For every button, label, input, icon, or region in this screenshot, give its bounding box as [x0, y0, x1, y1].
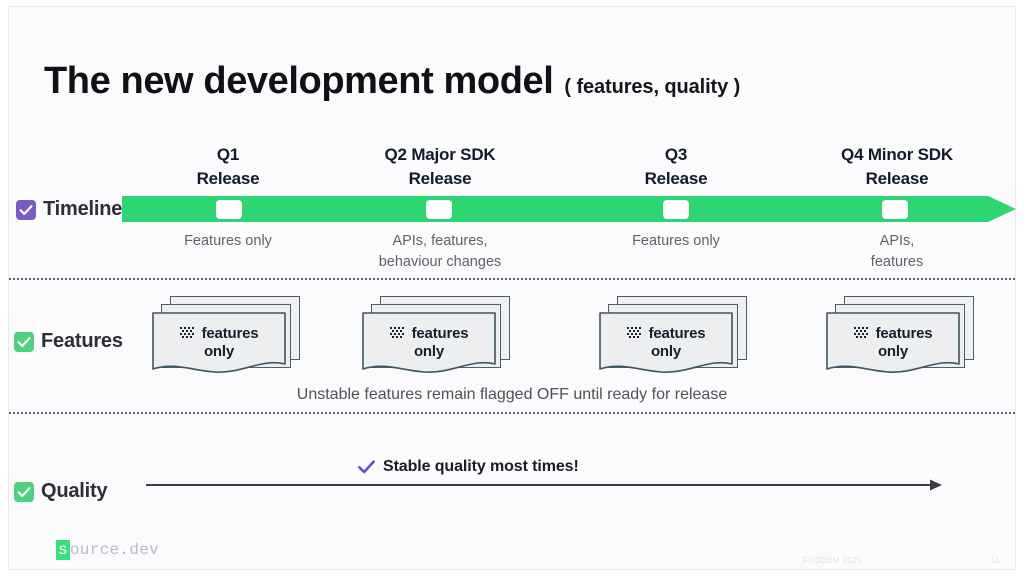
- card-line1-text: features: [648, 324, 706, 342]
- card-line1-text: features: [875, 324, 933, 342]
- quarter-heading-q3: Q3 Release: [594, 143, 758, 191]
- card-text: features only: [599, 312, 733, 372]
- footer-page-number: 11: [991, 556, 1000, 565]
- footer-event-label: FOSDEM 2025: [803, 556, 862, 565]
- quarter-heading-line1: Q4 Minor SDK: [841, 145, 953, 164]
- quarter-heading-q2: Q2 Major SDK Release: [355, 143, 525, 191]
- card-line2-text: only: [650, 342, 682, 360]
- quarter-heading-line2: Release: [865, 169, 929, 188]
- logo-highlight-letter: s: [56, 540, 70, 560]
- feature-card-stack-q1: features only: [152, 296, 300, 376]
- card-front-layer[interactable]: features only: [362, 312, 496, 378]
- checkbox-checked-icon-quality[interactable]: [14, 481, 34, 502]
- card-front-layer[interactable]: features only: [599, 312, 733, 378]
- dither-grid-icon: [179, 326, 194, 338]
- card-text: features only: [826, 312, 960, 372]
- timeline-marker-q4[interactable]: [882, 200, 908, 219]
- row-label-text-timeline: Timeline: [43, 198, 123, 220]
- card-front-layer[interactable]: features only: [152, 312, 286, 378]
- quality-arrow: [146, 479, 942, 491]
- quarter-heading-line2: Release: [408, 169, 472, 188]
- quarter-caption-line2: features: [870, 254, 924, 270]
- purple-check-icon: [358, 460, 375, 474]
- card-line2-text: only: [877, 342, 909, 360]
- timeline-marker-q1[interactable]: [216, 200, 242, 219]
- feature-card-stack-q4: features only: [826, 296, 974, 376]
- card-text: features only: [362, 312, 496, 372]
- quarter-caption-line1: Features only: [632, 233, 720, 249]
- card-line2-text: only: [413, 342, 445, 360]
- quarter-caption-line1: APIs,: [879, 233, 915, 249]
- quarter-caption-line1: APIs, features,: [392, 233, 488, 249]
- timeline-bar-group: [122, 196, 1016, 222]
- card-front-layer[interactable]: features only: [826, 312, 960, 378]
- quarter-caption-line1: Features only: [184, 233, 272, 249]
- quarter-heading-line2: Release: [196, 169, 260, 188]
- logo-rest-text: ource.dev: [69, 541, 160, 559]
- timeline-marker-q2[interactable]: [426, 200, 452, 219]
- features-note: Unstable features remain flagged OFF unt…: [296, 386, 728, 403]
- row-label-text-quality: Quality: [41, 480, 108, 502]
- quarter-heading-q1: Q1 Release: [146, 143, 310, 191]
- quarter-heading-line1: Q3: [664, 145, 688, 164]
- row-label-timeline: Timeline: [16, 198, 122, 221]
- card-line2-text: only: [203, 342, 235, 360]
- quarter-caption-q1: Features only: [146, 231, 310, 252]
- row-label-quality: Quality: [14, 480, 108, 503]
- section-divider-top: [9, 278, 1015, 280]
- quarter-heading-line1: Q1: [216, 145, 240, 164]
- card-text: features only: [152, 312, 286, 372]
- quarter-heading-q4: Q4 Minor SDK Release: [812, 143, 982, 191]
- quarter-caption-q4: APIs, features: [812, 231, 982, 273]
- checkbox-checked-icon-features[interactable]: [14, 331, 34, 352]
- title-subtitle: ( features, quality ): [564, 76, 741, 98]
- slide-frame: [8, 6, 1016, 570]
- dither-grid-icon: [853, 326, 868, 338]
- feature-card-stack-q2: features only: [362, 296, 510, 376]
- timeline-arrow-bar: [122, 196, 1016, 222]
- checkbox-checked-icon-timeline[interactable]: [16, 199, 36, 220]
- row-label-text-features: Features: [41, 330, 123, 352]
- section-divider-bottom: [9, 412, 1015, 414]
- feature-card-stack-q3: features only: [599, 296, 747, 376]
- quarter-heading-line2: Release: [644, 169, 708, 188]
- quality-note-text: Stable quality most times!: [383, 458, 579, 475]
- quality-note: Stable quality most times!: [358, 458, 579, 476]
- card-line1-text: features: [201, 324, 259, 342]
- quarter-heading-line1: Q2 Major SDK: [384, 145, 496, 164]
- card-line1-text: features: [411, 324, 469, 342]
- row-label-features: Features: [14, 330, 123, 353]
- timeline-marker-q3[interactable]: [663, 200, 689, 219]
- quarter-caption-q2: APIs, features, behaviour changes: [352, 231, 528, 273]
- title-main: The new development model: [44, 60, 554, 102]
- dither-grid-icon: [626, 326, 641, 338]
- slide-title: The new development model ( features, qu…: [44, 60, 740, 103]
- quarter-caption-q3: Features only: [594, 231, 758, 252]
- dither-grid-icon: [389, 326, 404, 338]
- quarter-caption-line2: behaviour changes: [378, 254, 502, 270]
